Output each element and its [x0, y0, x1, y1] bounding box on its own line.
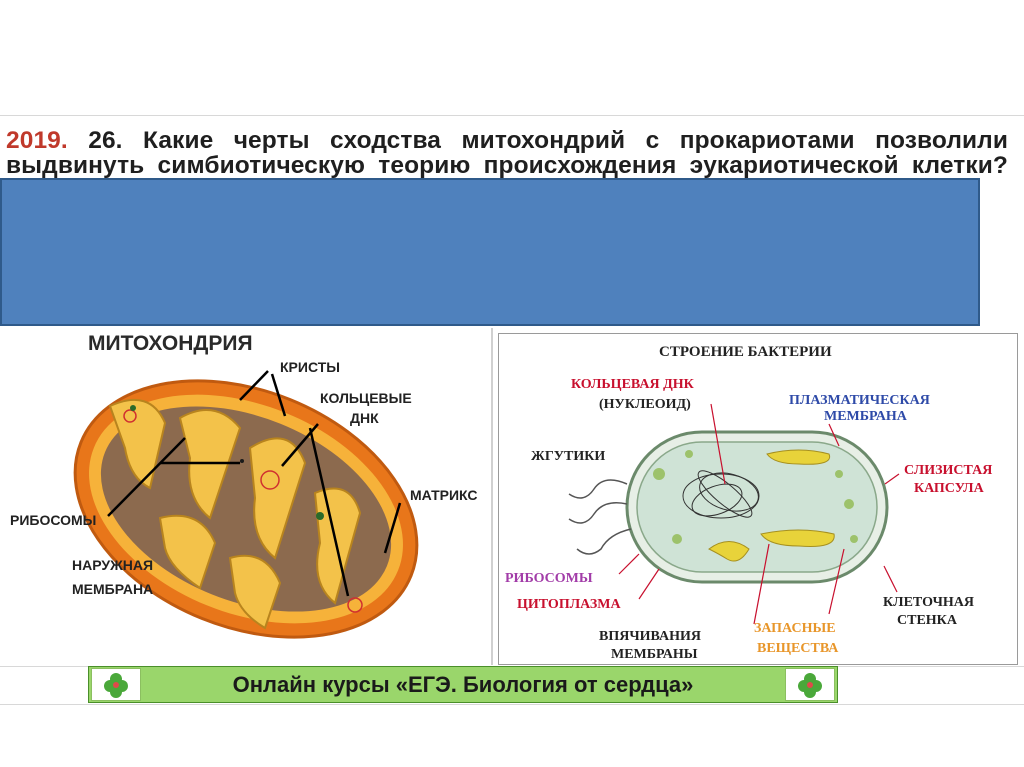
bacterium-panel: СТРОЕНИЕ БАКТЕРИИ: [498, 333, 1018, 665]
mitochondria-panel: МИТОХОНДРИЯ: [0, 328, 490, 665]
label-ribosomes: РИБОСОМЫ: [505, 571, 593, 586]
mitochondria-diagram: МИТОХОНДРИЯ: [0, 328, 490, 665]
question-year: 2019.: [6, 128, 68, 154]
course-banner[interactable]: Онлайн курсы «ЕГЭ. Биология от сердца»: [88, 666, 838, 703]
label-outer-membrane-1: НАРУЖНАЯ: [72, 557, 153, 573]
label-ribosomes: РИБОСОМЫ: [10, 512, 96, 528]
label-ring-dna-2: ДНК: [350, 410, 379, 426]
bacterium-diagram: СТРОЕНИЕ БАКТЕРИИ: [499, 334, 1017, 664]
label-plasma-2: МЕМБРАНА: [824, 409, 908, 424]
bacterium-title: СТРОЕНИЕ БАКТЕРИИ: [659, 344, 832, 360]
banner-text: Онлайн курсы «ЕГЭ. Биология от сердца»: [149, 672, 777, 698]
label-capsule-2: КАПСУЛА: [914, 481, 985, 496]
ribosome-dot: [130, 405, 136, 411]
panel-separator: [491, 328, 493, 665]
clover-logo-icon: [91, 668, 141, 701]
question-text: 2019. 26. Какие черты сходства митохондр…: [6, 128, 1008, 180]
cytoplasm-shape: [637, 442, 877, 572]
label-reserve-2: ВЕЩЕСТВА: [757, 641, 839, 656]
label-capsule-1: СЛИЗИСТАЯ: [904, 463, 992, 478]
ribosome-dot: [240, 459, 244, 463]
label-matrix: МАТРИКС: [410, 487, 478, 503]
footer-divider: [0, 704, 1024, 705]
label-ring-dna-1: КОЛЬЦЕВЫЕ: [320, 390, 412, 406]
flagella-shape: [569, 480, 631, 554]
ribosome-dot: [316, 512, 324, 520]
label-cell-wall-2: СТЕНКА: [897, 613, 958, 628]
label-plasma-1: ПЛАЗМАТИЧЕСКАЯ: [789, 393, 930, 408]
answer-cover-box[interactable]: [0, 178, 980, 326]
label-ring-dna: КОЛЬЦЕВАЯ ДНК: [571, 377, 695, 392]
label-flagella: ЖГУТИКИ: [531, 449, 605, 464]
question-body: 26. Какие черты сходства митохондрий с п…: [6, 128, 1008, 179]
label-outer-membrane-2: МЕМБРАНА: [72, 581, 153, 597]
label-nucleoid: (НУКЛЕОИД): [599, 397, 691, 412]
clover-logo-icon: [785, 668, 835, 701]
label-cell-wall-1: КЛЕТОЧНАЯ: [883, 595, 974, 610]
label-cytoplasm: ЦИТОПЛАЗМА: [517, 597, 622, 612]
label-invaginations-1: ВПЯЧИВАНИЯ: [599, 629, 701, 644]
top-divider: [0, 115, 1024, 116]
label-invaginations-2: МЕМБРАНЫ: [611, 647, 698, 662]
label-reserve-1: ЗАПАСНЫЕ: [754, 621, 836, 636]
mitochondria-title: МИТОХОНДРИЯ: [88, 332, 253, 355]
label-cristae: КРИСТЫ: [280, 359, 340, 375]
